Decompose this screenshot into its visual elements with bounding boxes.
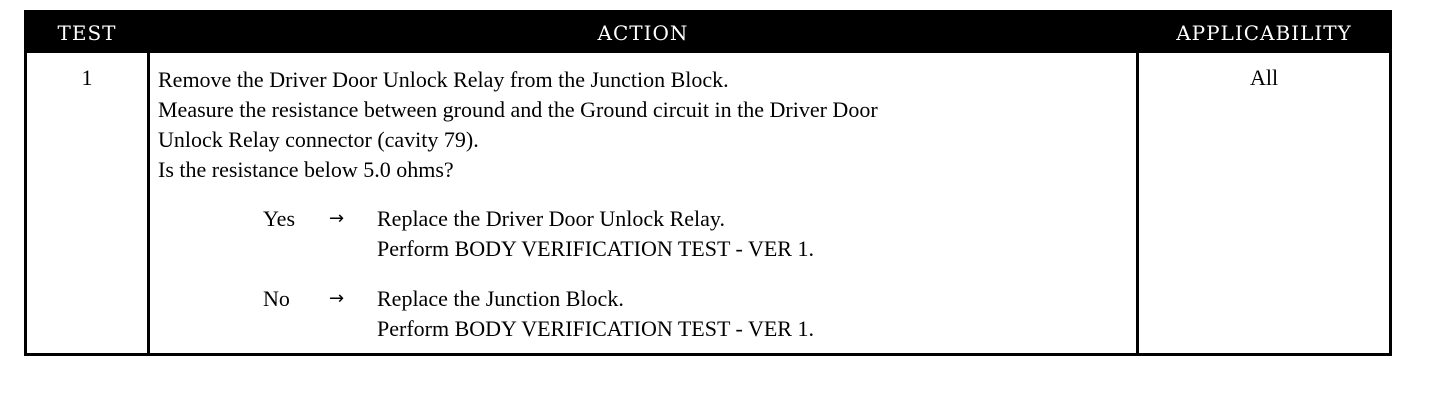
test-number-cell: 1 <box>81 65 93 90</box>
result-line: Perform BODY VERIFICATION TEST - VER 1. <box>377 316 814 341</box>
action-line: Unlock Relay connector (cavity 79). <box>158 127 479 152</box>
header-action: ACTION <box>597 21 689 45</box>
right-arrow-icon: → <box>329 288 345 309</box>
result-yes-text: Replace the Driver Door Unlock Relay. Pe… <box>377 204 814 264</box>
right-arrow-icon: → <box>329 208 345 229</box>
action-line: Is the resistance below 5.0 ohms? <box>158 157 454 182</box>
result-line: Replace the Driver Door Unlock Relay. <box>377 206 726 231</box>
action-cell: Remove the Driver Door Unlock Relay from… <box>158 65 1133 185</box>
header-test: TEST <box>57 21 117 45</box>
result-no-text: Replace the Junction Block. Perform BODY… <box>377 284 814 344</box>
result-no-label: No <box>263 286 290 311</box>
diagnostic-table: TEST ACTION APPLICABILITY 1 Remove the D… <box>24 10 1392 356</box>
applicability-cell: All <box>1249 65 1279 90</box>
column-divider-test-action <box>147 53 150 356</box>
header-applicability: APPLICABILITY <box>1176 21 1352 45</box>
action-line: Remove the Driver Door Unlock Relay from… <box>158 67 729 92</box>
result-line: Replace the Junction Block. <box>377 286 624 311</box>
result-yes-label: Yes <box>263 206 296 231</box>
table-header-row: TEST ACTION APPLICABILITY <box>27 13 1389 53</box>
action-line: Measure the resistance between ground an… <box>158 97 878 122</box>
column-divider-action-applicability <box>1136 53 1139 356</box>
result-line: Perform BODY VERIFICATION TEST - VER 1. <box>377 236 814 261</box>
